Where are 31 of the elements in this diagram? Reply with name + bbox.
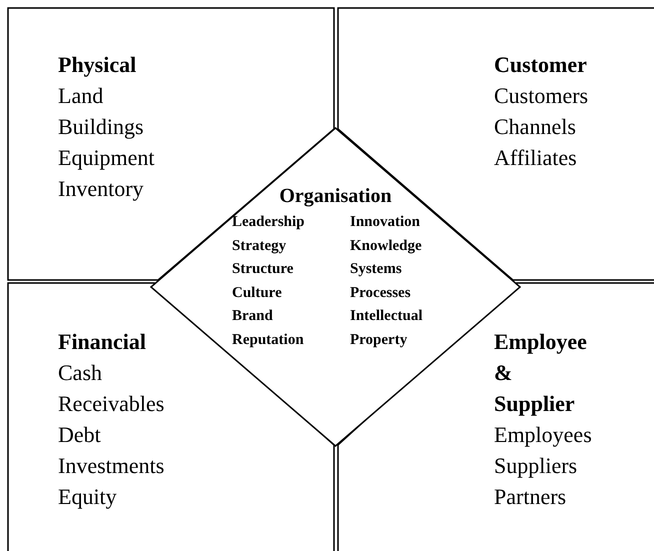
item-text: Inventory: [58, 175, 145, 203]
item-text: Processes: [350, 284, 412, 302]
item-text: Intellectual Property: [350, 307, 424, 350]
item-text: Culture: [232, 284, 283, 302]
item-text: Channels: [494, 113, 577, 141]
quadrant-heading: Physical: [58, 51, 138, 79]
item-text: Strategy: [232, 236, 288, 256]
item-text: Land: [58, 82, 104, 110]
item-text: Leadership: [232, 213, 305, 232]
item-text: Suppliers: [494, 452, 578, 480]
item-text: Cash: [58, 359, 103, 387]
item-text: Knowledge: [350, 236, 423, 256]
item-text: Reputation: [232, 330, 305, 350]
diamond-heading: Organisation: [278, 185, 393, 208]
item-text: Debt: [58, 421, 102, 449]
item-text: Receivables: [58, 390, 164, 418]
item-text: Brand: [232, 307, 274, 326]
item-text: Innovation: [350, 213, 422, 232]
quadrant-heading: Employee & Supplier: [494, 328, 588, 418]
item-text: Affiliates: [494, 144, 578, 172]
item-text: Systems: [350, 260, 403, 279]
item-text: Equity: [58, 483, 118, 511]
item-text: Equipment: [58, 144, 156, 172]
item-text: Customers: [494, 82, 590, 110]
item-text: Structure: [232, 260, 294, 279]
item-text: Investments: [58, 452, 164, 480]
item-text: Employees: [494, 421, 593, 449]
item-text: Buildings: [58, 113, 145, 141]
quadrant-heading: Financial: [58, 328, 148, 356]
item-text: Partners: [494, 483, 568, 511]
quadrant-heading: Customer: [494, 51, 588, 79]
